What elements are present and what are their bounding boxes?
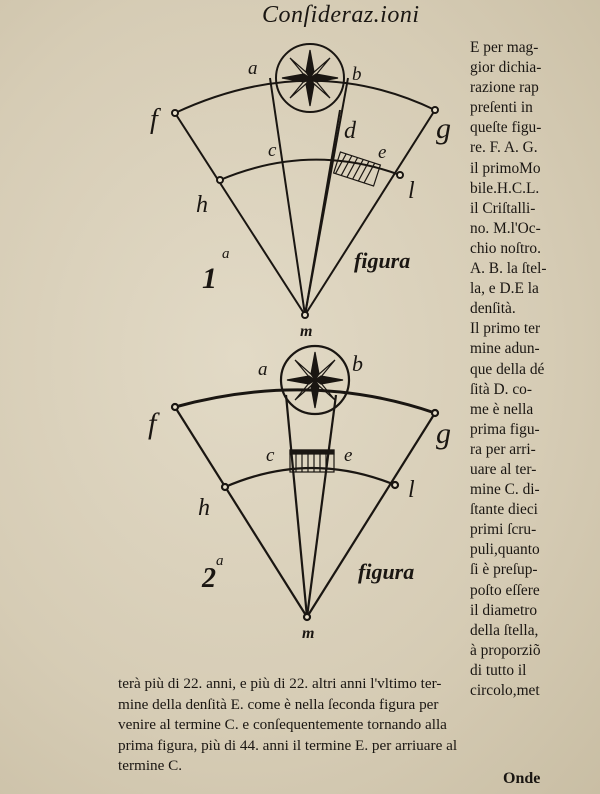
text-line: mine C. di- xyxy=(470,481,540,499)
text-line: razione rap xyxy=(470,79,539,97)
text-line: prima figura, più di 44. anni il termine… xyxy=(118,736,458,754)
text-line: ſtante dieci xyxy=(470,501,538,519)
label-a: a xyxy=(258,359,268,380)
ray-d xyxy=(304,109,341,316)
density-block xyxy=(289,449,335,473)
label-b: b xyxy=(352,351,363,376)
text-line: à proporziõ xyxy=(470,641,541,659)
text-line: re. F. A. G. xyxy=(470,139,538,157)
star-circle xyxy=(279,344,351,416)
star-icon xyxy=(281,49,339,107)
figure-caption: figura xyxy=(358,559,414,584)
text-line: termine C. xyxy=(118,757,183,775)
inner-arc xyxy=(219,158,401,181)
text-line: preſenti in xyxy=(470,99,533,117)
text-line: la, e D.E la xyxy=(470,280,539,298)
figure-superscript: a xyxy=(222,246,230,262)
label-l: l xyxy=(408,477,415,503)
label-g: g xyxy=(436,417,451,450)
label-a: a xyxy=(248,58,258,79)
text-line: della ſtella, xyxy=(470,621,539,639)
ray-a xyxy=(284,394,309,618)
side-column-text: E per mag- gior dichia- razione rap preſ… xyxy=(470,38,588,701)
figure-1-diagram: a b c d e f g h l m 1 a figura xyxy=(140,30,460,340)
text-line: A. B. la ſtel- xyxy=(470,260,547,278)
text-line: Il primo ter xyxy=(470,320,541,338)
label-b: b xyxy=(352,64,362,85)
text-line: puli,quanto xyxy=(470,541,540,559)
label-l: l xyxy=(408,178,415,204)
text-line: mine della denſità E. come è nella ſecon… xyxy=(118,695,439,713)
inner-arc xyxy=(224,466,396,489)
label-c: c xyxy=(266,445,275,466)
figure-number: 2 xyxy=(201,563,216,594)
ray-g xyxy=(304,109,436,316)
label-c: c xyxy=(268,140,277,161)
figure-1-svg: a b c d e f g h l m 1 a figura xyxy=(150,43,451,340)
label-m: m xyxy=(300,323,312,340)
text-line: prima figu- xyxy=(470,420,540,438)
catchword: Onde xyxy=(503,770,541,787)
label-h: h xyxy=(196,192,208,218)
label-e: e xyxy=(344,445,352,466)
text-line: ſità D. co- xyxy=(470,380,532,398)
density-block xyxy=(332,151,382,187)
text-line: il diametro xyxy=(470,601,538,619)
figure-2-svg: a b c e f g h l m 2 a figura xyxy=(148,344,451,642)
text-line: que della dé xyxy=(470,360,545,378)
label-g: g xyxy=(436,112,451,145)
running-header: Conſideraz.ioni xyxy=(262,2,420,28)
text-line: mine adun- xyxy=(470,340,540,358)
text-line: bile.H.C.L. xyxy=(470,179,540,197)
text-line: il primoMo xyxy=(470,159,541,177)
star-icon xyxy=(286,351,344,409)
text-line: primi ſcru- xyxy=(470,521,537,539)
text-line: terà più di 22. anni, e più di 22. altri… xyxy=(118,675,442,692)
label-f: f xyxy=(150,104,161,135)
text-line: denſità. xyxy=(470,300,516,318)
text-line: me è nella xyxy=(470,400,534,418)
ray-b xyxy=(305,394,338,618)
figure-2-diagram: a b c e f g h l m 2 a figura xyxy=(140,335,460,645)
outer-arc xyxy=(174,388,436,415)
ray-a xyxy=(269,77,306,316)
label-d: d xyxy=(344,118,357,144)
text-line: E per mag- xyxy=(470,39,539,56)
label-e: e xyxy=(378,142,386,163)
text-line: poſto eſſere xyxy=(470,581,540,599)
label-m: m xyxy=(302,625,314,642)
bottom-paragraph: terà più di 22. anni, e più di 22. altri… xyxy=(118,674,588,777)
outer-arc xyxy=(174,79,436,114)
ray-f xyxy=(174,406,308,618)
text-line: circolo,met xyxy=(470,682,540,699)
text-line: chio noſtro. xyxy=(470,239,541,257)
ray-g xyxy=(306,412,436,618)
text-line: gior dichia- xyxy=(470,59,542,77)
text-line: ſi è preſup- xyxy=(470,561,538,579)
text-line: queſte figu- xyxy=(470,119,542,137)
text-line: uare al ter- xyxy=(470,460,537,478)
text-line: il Criſtalli- xyxy=(470,199,536,217)
ray-f xyxy=(174,112,306,316)
figure-caption: figura xyxy=(354,248,410,273)
figure-superscript: a xyxy=(216,553,224,569)
text-line: di tutto il xyxy=(470,661,527,679)
text-line: no. M.l'Oc- xyxy=(470,219,541,237)
text-line: venire al termine C. e conſequentemente … xyxy=(118,716,447,734)
text-line: ra per arri- xyxy=(470,440,536,458)
figure-number: 1 xyxy=(202,262,217,295)
label-h: h xyxy=(198,495,210,521)
label-f: f xyxy=(148,407,160,440)
star-circle xyxy=(275,43,345,113)
